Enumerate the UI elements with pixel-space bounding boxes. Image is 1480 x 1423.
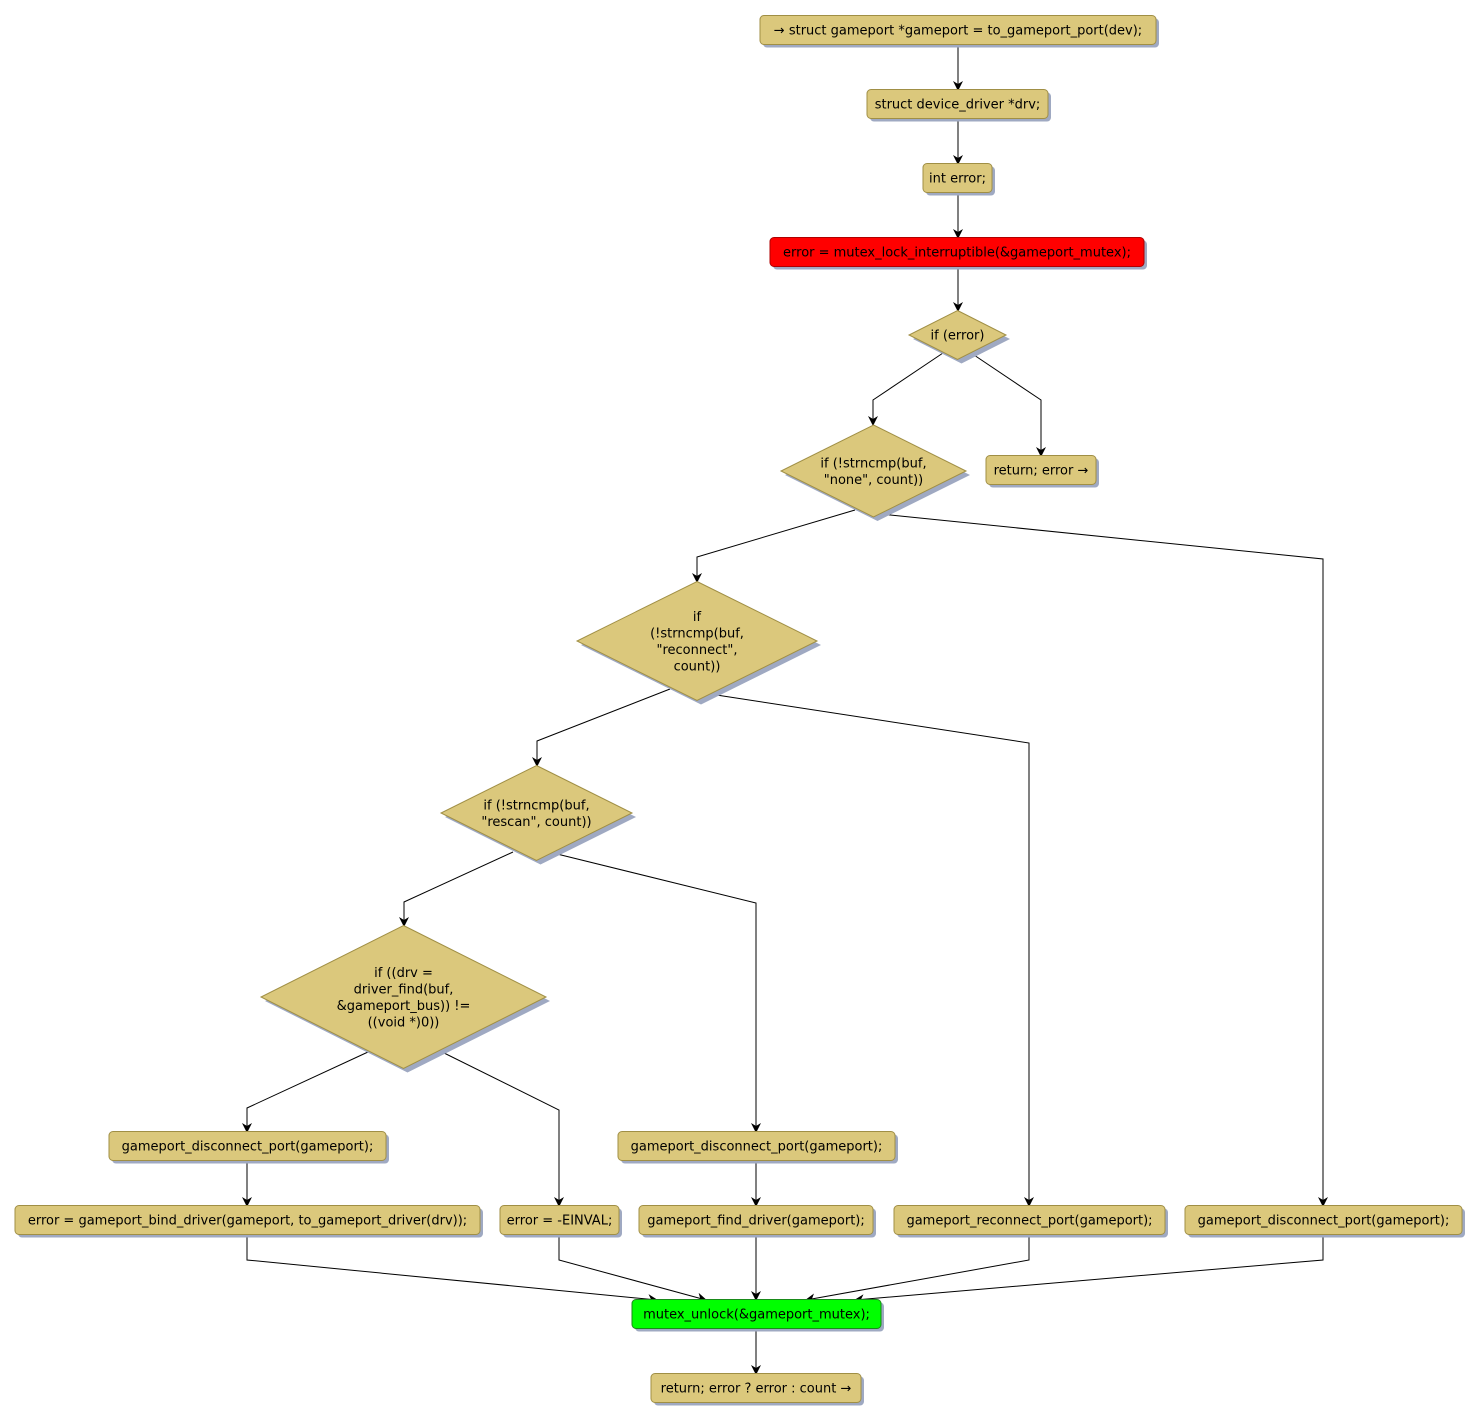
flow-arrow [970,352,1046,457]
action-box [108,1131,387,1161]
node-if-none: if (!strncmp(buf, "none", count)) [779,424,970,521]
flow-arrow [805,1235,1030,1304]
node-if-rescan: if (!strncmp(buf, "rescan", count)) [439,764,636,865]
node-label: return; error ? error : count → [661,1382,852,1397]
flow-arrow [552,852,761,1133]
node-mutex-unlock: mutex_unlock(&gameport_mutex); [631,1299,884,1332]
flow-arrow [868,352,944,426]
node-label: ((void *)0)) [368,1015,440,1030]
node-label: return; error → [994,464,1089,479]
node-label: error = gameport_bind_driver(gameport, t… [28,1214,467,1229]
node-if-reconnect: if(!strncmp(buf, "reconnect",count)) [575,580,821,705]
action-box [893,1205,1166,1235]
node-decl-drv: struct device_driver *drv; [866,89,1051,122]
node-label: "none", count)) [824,473,923,488]
node-find-driver: gameport_find_driver(gameport); [638,1205,876,1238]
node-disconnect-3: gameport_disconnect_port(gameport); [1184,1205,1465,1238]
action-box [759,15,1157,45]
node-label: if [693,610,702,625]
decision-diamond [259,924,548,1070]
node-label: "reconnect", [657,643,738,658]
node-label: gameport_disconnect_port(gameport); [631,1140,883,1155]
node-if-driver-find: if ((drv =driver_find(buf, &gameport_bus)… [259,924,550,1073]
node-label: gameport_disconnect_port(gameport); [122,1140,374,1155]
node-label: int error; [929,172,986,187]
node-label: error = mutex_lock_interruptible(&gamepo… [783,246,1131,261]
node-disconnect-1: gameport_disconnect_port(gameport); [108,1131,389,1164]
action-box [922,163,993,193]
node-label: gameport_disconnect_port(gameport); [1198,1214,1450,1229]
node-label: mutex_unlock(&gameport_mutex); [643,1308,870,1323]
action-box [638,1205,874,1235]
node-label: error = -EINVAL; [507,1214,613,1229]
node-label: "rescan", count)) [481,815,591,830]
flow-arrow [709,693,1034,1207]
node-label: struct device_driver *drv; [875,98,1041,113]
node-label: if ((drv = [374,966,433,981]
node-label: gameport_find_driver(gameport); [647,1214,865,1229]
node-if-error: if (error) [907,309,1010,364]
node-label: if (error) [931,329,985,344]
flow-arrow [854,1235,1324,1305]
node-decl-error: int error; [922,163,995,196]
flow-arrow [242,1051,369,1133]
node-return-error: return; error → [985,455,1099,488]
node-label: count)) [674,659,721,674]
action-box [14,1205,481,1235]
flow-arrow [692,509,856,583]
decision-diamond [779,424,968,518]
flow-arrow [399,851,514,927]
decision-diamond [575,580,819,702]
node-label: → struct gameport *gameport = to_gamepor… [774,24,1142,39]
node-bind-driver: error = gameport_bind_driver(gameport, t… [14,1205,483,1238]
node-einval: error = -EINVAL; [499,1205,622,1238]
decision-diamond [907,309,1008,361]
action-box [631,1299,882,1329]
action-box [985,455,1097,485]
nodes: → struct gameport *gameport = to_gamepor… [14,15,1465,1406]
edges [242,45,1328,1375]
action-box [617,1131,896,1161]
action-box [499,1205,620,1235]
flow-arrow [879,513,1328,1207]
node-reconnect: gameport_reconnect_port(gameport); [893,1205,1168,1238]
decision-diamond [439,764,634,862]
action-box [769,237,1145,267]
node-label: &gameport_bus)) != [337,999,471,1014]
node-start: → struct gameport *gameport = to_gamepor… [759,15,1159,48]
node-label: (!strncmp(buf, [650,626,744,641]
node-label: gameport_reconnect_port(gameport); [906,1214,1152,1229]
action-box [650,1373,862,1403]
node-label: if (!strncmp(buf, [820,456,926,471]
flow-arrow [558,1235,707,1303]
action-box [1184,1205,1463,1235]
node-disconnect-2: gameport_disconnect_port(gameport); [617,1131,898,1164]
flow-arrow [532,688,671,767]
node-label: if (!strncmp(buf, [483,798,589,813]
node-label: driver_find(buf, [354,982,454,997]
node-mutex-lock: error = mutex_lock_interruptible(&gamepo… [769,237,1147,270]
action-box [866,89,1049,119]
flow-arrow [437,1049,564,1207]
node-return-count: return; error ? error : count → [650,1373,864,1406]
flow-arrow [246,1235,658,1305]
